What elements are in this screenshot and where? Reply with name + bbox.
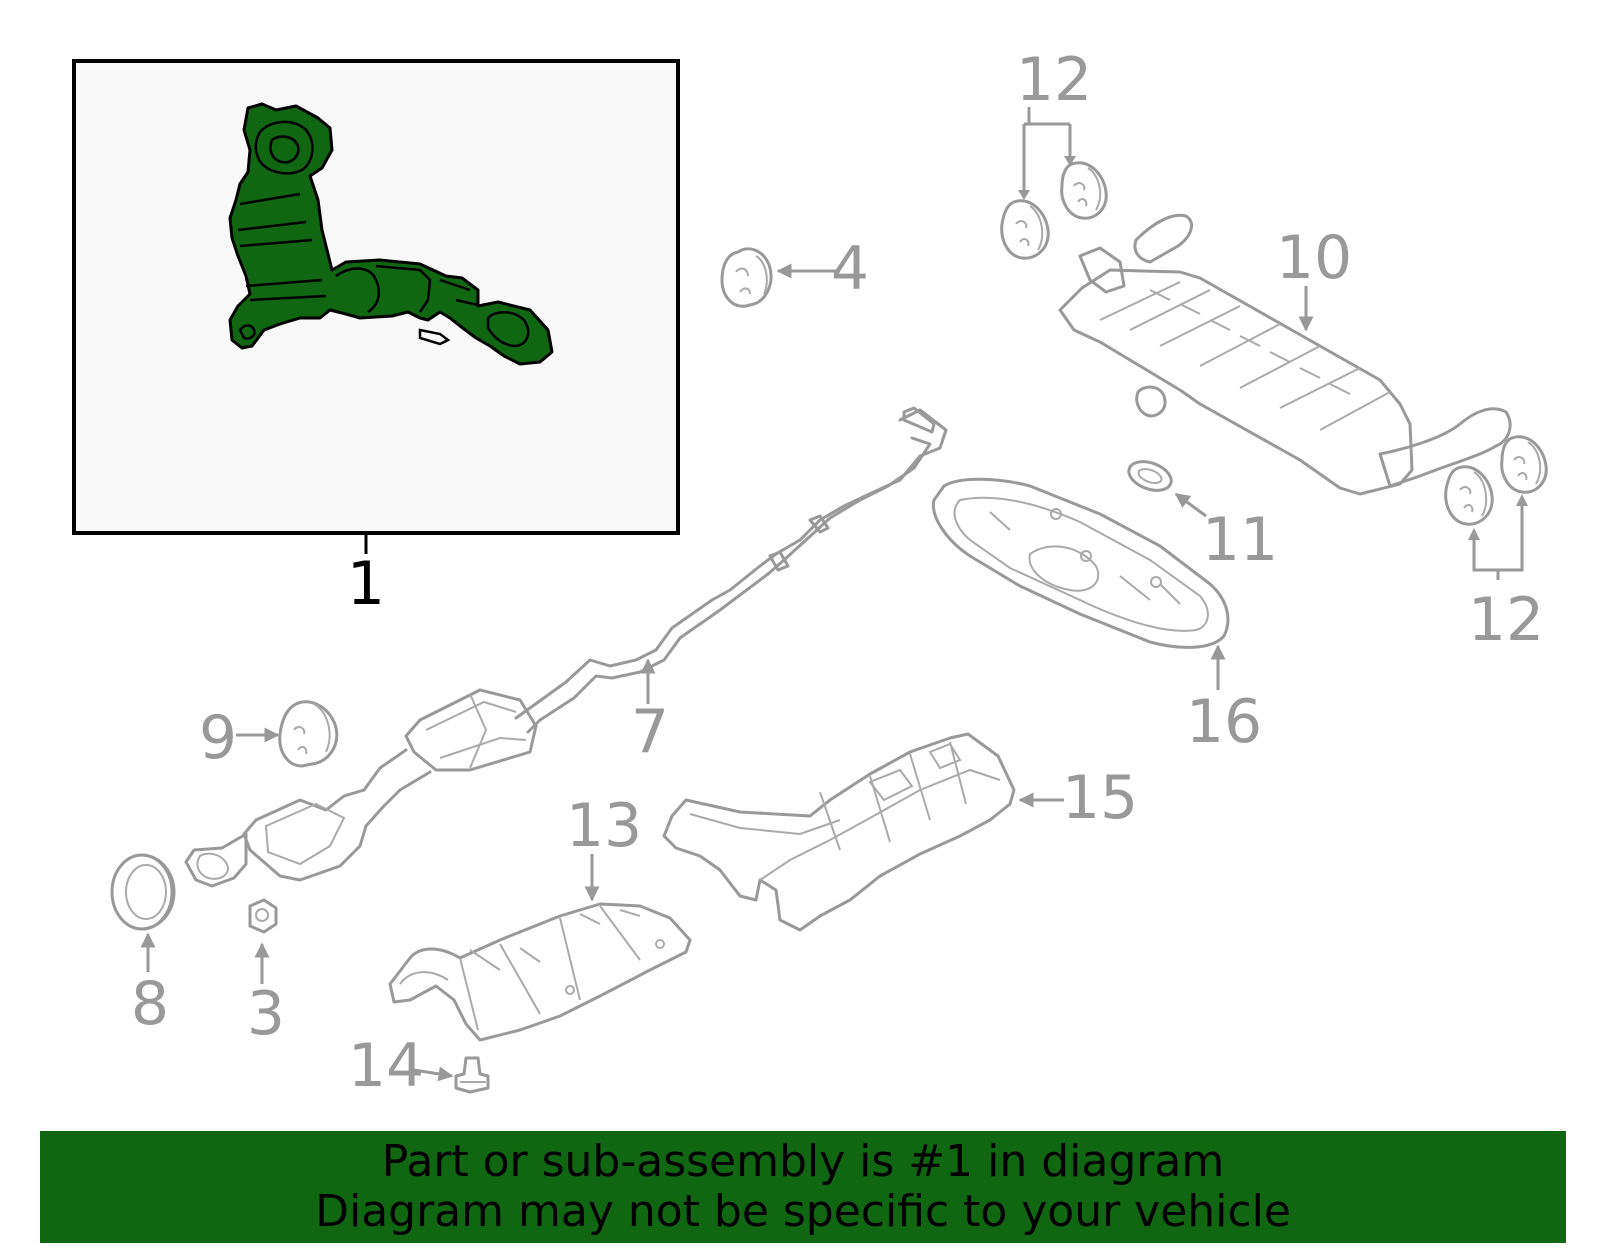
callout-13: 13	[566, 791, 642, 861]
callout-10: 10	[1276, 223, 1352, 293]
banner-line-1: Part or sub-assembly is #1 in diagram	[381, 1136, 1225, 1187]
part-4-hanger[interactable]	[720, 247, 773, 308]
callout-8: 8	[131, 969, 169, 1039]
part-14-bolt[interactable]	[454, 1056, 490, 1094]
part-12-hangers-top[interactable]	[1000, 161, 1108, 260]
callout-9: 9	[199, 703, 237, 773]
info-banner: Part or sub-assembly is #1 in diagram Di…	[40, 1131, 1566, 1243]
part-15-heat-shield[interactable]	[662, 732, 1016, 932]
part-9-hanger[interactable]	[278, 700, 339, 768]
callout-12-top: 12	[1016, 45, 1092, 115]
part-8-gasket[interactable]	[110, 853, 176, 931]
callout-12-bottom: 12	[1468, 585, 1544, 655]
callout-7: 7	[631, 697, 669, 767]
part-16-heat-shield[interactable]	[931, 477, 1230, 649]
callout-11: 11	[1202, 505, 1278, 575]
callout-3: 3	[247, 979, 285, 1049]
callout-14: 14	[348, 1031, 424, 1101]
part-12-hangers-bottom[interactable]	[1444, 435, 1548, 526]
callout-15: 15	[1062, 763, 1138, 833]
callout-4: 4	[831, 234, 869, 304]
part-11-gasket[interactable]	[1125, 456, 1175, 495]
callout-16: 16	[1186, 687, 1262, 757]
leader-12-top	[1018, 107, 1076, 200]
part-10-muffler[interactable]	[1058, 213, 1512, 496]
leader-14	[413, 1066, 454, 1082]
leader-12-bottom	[1468, 494, 1528, 580]
part-3-nut[interactable]	[248, 898, 278, 934]
callout-1: 1	[347, 549, 385, 619]
part-7-exhaust-pipe[interactable]	[184, 406, 948, 888]
banner-line-2: Diagram may not be specific to your vehi…	[315, 1186, 1291, 1237]
part-1-catalytic-converter[interactable]	[228, 102, 554, 366]
leader-11	[1174, 492, 1207, 518]
part-13-heat-shield[interactable]	[388, 902, 692, 1042]
